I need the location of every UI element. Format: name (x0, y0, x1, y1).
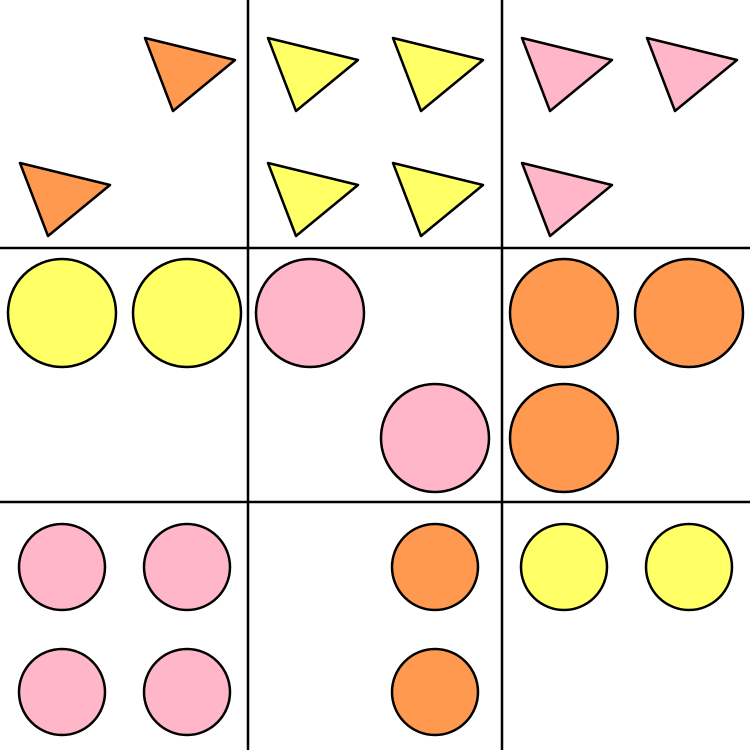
orange-large-circle-shape (508, 382, 620, 494)
pink-small-circle-shape (17, 647, 107, 737)
yellow-large-circle-shape (6, 257, 118, 369)
orange-triangle-shape (18, 161, 112, 238)
orange-large-circle-shape (633, 257, 745, 369)
pink-small-circle-shape (142, 647, 232, 737)
pink-small-circle-shape (142, 522, 232, 612)
cell-r3-c2 (390, 522, 480, 737)
cell-r1-c1 (18, 36, 237, 238)
cell-r3-c3 (519, 522, 734, 612)
yellow-triangle-shape (266, 36, 360, 113)
yellow-triangle-shape (266, 161, 360, 238)
cell-r2-c2 (254, 257, 491, 494)
pink-triangle-shape (645, 36, 739, 113)
orange-small-circle-shape (390, 522, 480, 612)
shapes-layer (6, 36, 745, 737)
pink-triangle-shape (520, 161, 614, 238)
yellow-triangle-shape (391, 161, 485, 238)
cell-r2-c3 (508, 257, 745, 494)
cell-r2-c1 (6, 257, 243, 369)
orange-small-circle-shape (390, 647, 480, 737)
yellow-small-circle-shape (519, 522, 609, 612)
pink-large-circle-shape (379, 382, 491, 494)
cell-r3-c1 (17, 522, 232, 737)
yellow-small-circle-shape (644, 522, 734, 612)
yellow-large-circle-shape (131, 257, 243, 369)
yellow-triangle-shape (391, 36, 485, 113)
cell-r1-c2 (266, 36, 485, 238)
pink-small-circle-shape (17, 522, 107, 612)
pink-large-circle-shape (254, 257, 366, 369)
pink-triangle-shape (520, 36, 614, 113)
cell-r1-c3 (520, 36, 739, 238)
orange-large-circle-shape (508, 257, 620, 369)
orange-triangle-shape (143, 36, 237, 113)
